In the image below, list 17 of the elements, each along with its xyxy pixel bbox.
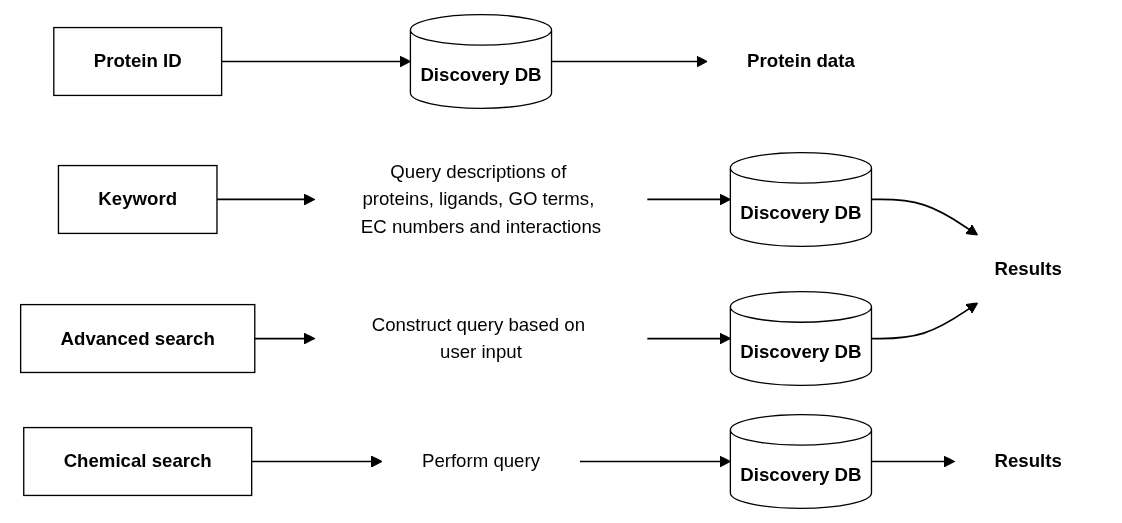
- node-box: Chemical search: [22, 426, 253, 497]
- node-text: Results: [994, 450, 1062, 472]
- arrow: [578, 455, 731, 468]
- arrow: [550, 55, 708, 68]
- node-text: Query descriptions of proteins, ligands, GO terms, EC numbers and interactions: [360, 160, 601, 238]
- arrow: [870, 302, 978, 340]
- node-box: Keyword: [57, 164, 218, 235]
- node-box: Protein ID: [52, 26, 223, 97]
- node-text: Construct query based on user input: [371, 313, 585, 363]
- arrow: [646, 193, 731, 206]
- node-box: Advanced search: [19, 303, 256, 374]
- node-text: Perform query: [421, 450, 540, 472]
- arrow: [870, 198, 978, 236]
- node-text: Protein data: [746, 50, 855, 72]
- arrow: [870, 455, 955, 468]
- arrow: [646, 332, 731, 345]
- node-text: Results: [994, 257, 1062, 279]
